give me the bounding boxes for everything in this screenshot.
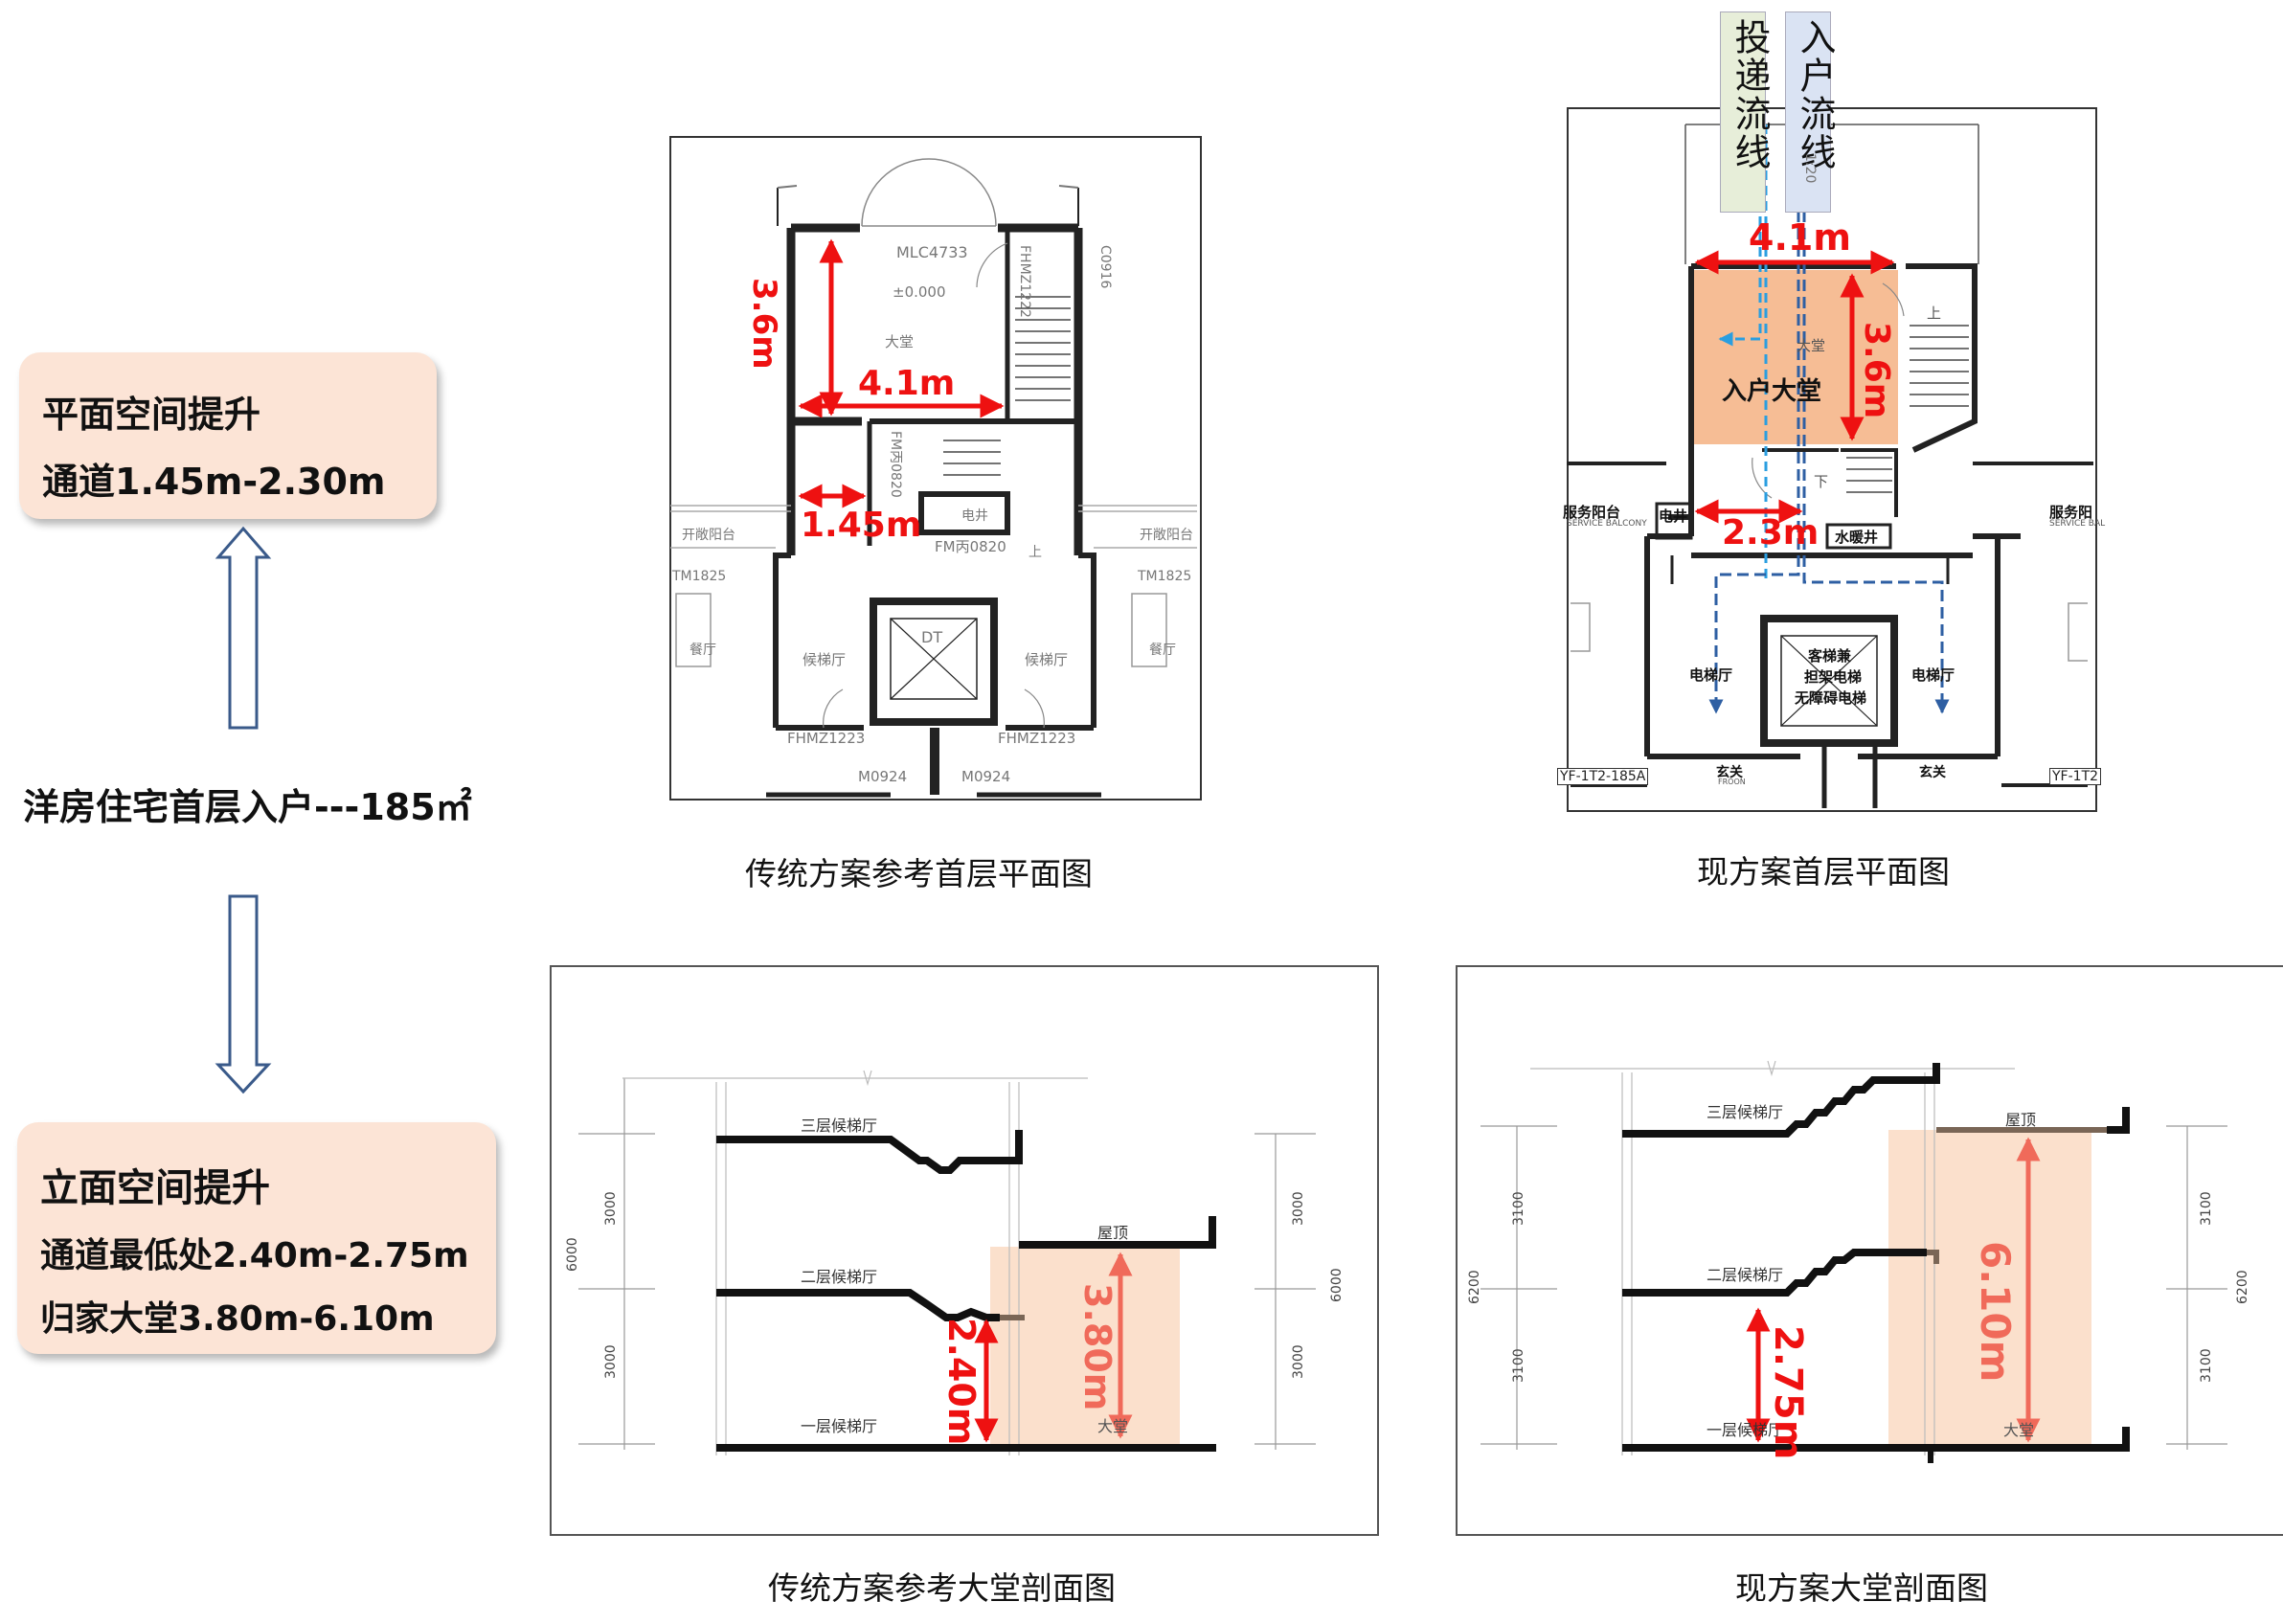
new-label-lobby: 入户大堂 [1722,377,1822,406]
new-section-floor3: 三层候梯厅 [1707,1103,1784,1121]
new-section-dim-total: 6200 [1467,1270,1482,1304]
new-dim-width: 4.1m [1749,216,1851,259]
trad-section-roof: 屋顶 [1097,1224,1129,1242]
trad-label-level: ±0.000 [893,283,946,301]
trad-label-window-right: TM1825 [1138,569,1192,584]
new-label-foyer-left: 玄关 [1716,765,1743,780]
new-label-lift-left: 电梯厅 [1689,666,1733,684]
caption-new-plan: 现方案首层平面图 [1697,853,1950,891]
section-improvement-line2: 归家大堂3.80m-6.10m [40,1299,435,1339]
new-label-shaft: 电井 [1659,508,1688,525]
trad-label-door-bottom-left: FHMZ1223 [787,730,866,747]
trad-label-dining-left: 餐厅 [689,643,716,658]
new-label-code-right: YF-1T2 [2049,768,2102,785]
traditional-plan-frame [669,136,1202,801]
new-section-floor1: 一层候梯厅 [1707,1421,1784,1439]
caption-traditional-plan: 传统方案参考首层平面图 [745,855,1093,892]
trad-label-door-bottom-2: M0924 [961,768,1011,785]
new-label-lobby-small: 大堂 [1797,337,1826,354]
new-label-lift-right: 电梯厅 [1911,666,1955,684]
section-improvement-callout: 立面空间提升 通道最低处2.40m-2.75m 归家大堂3.80m-6.10m [17,1122,496,1354]
trad-label-balcony-right: 开敞阳台 [1140,528,1193,543]
new-label-elevator-3: 无障碍电梯 [1795,689,1867,707]
trad-label-well-door2: FM丙0820 [935,538,1006,555]
new-section-dim-lower-right: 3100 [2199,1348,2214,1383]
caption-new-section: 现方案大堂剖面图 [1735,1569,1988,1607]
caption-traditional-section: 传统方案参考大堂剖面图 [768,1569,1116,1607]
flow-tag-entry-text: 入户流线 [1794,18,1836,171]
plan-improvement-title: 平面空间提升 [42,394,261,436]
new-section-height-lobby: 6.10m [1972,1241,2019,1383]
new-section-dim-upper: 3100 [1511,1191,1526,1226]
new-section-hall: 大堂 [2003,1421,2035,1439]
flow-tag-entry: 入户流线 [1785,11,1836,213]
new-label-well: 水暖井 [1835,529,1879,546]
new-section-floor2: 二层候梯厅 [1707,1266,1784,1284]
trad-section-floor1: 一层候梯厅 [801,1417,878,1435]
trad-label-lift-left: 候梯厅 [802,651,847,668]
new-label-foyer-left-en: FROON [1718,778,1746,786]
new-section-roof: 屋顶 [2005,1111,2037,1129]
section-improvement-line1: 通道最低处2.40m-2.75m [40,1236,469,1275]
trad-section-floor3: 三层候梯厅 [801,1116,878,1135]
new-section-dim-upper-right: 3100 [2199,1191,2214,1226]
trad-label-door-top: MLC4733 [896,243,968,261]
new-label-down: 下 [1814,473,1829,490]
new-section-height-corridor: 2.75m [1766,1325,1810,1460]
trad-label-door-bottom-1: M0924 [858,768,908,785]
trad-dim-width: 4.1m [858,364,956,403]
flow-tag-delivery-text: 投递流线 [1729,18,1771,171]
trad-label-dining-right: 餐厅 [1149,643,1176,658]
plan-improvement-callout: 平面空间提升 通道1.45m-2.30m [19,352,437,519]
new-section-dim-lower: 3100 [1511,1348,1526,1383]
new-label-service-right-en: SERVICE BAL [2049,519,2106,529]
trad-label-shaft: 电井 [961,508,988,524]
new-dim-corridor: 2.3m [1722,513,1820,553]
new-label-code-left: YF-1T2-185A [1557,768,1649,785]
trad-label-door-bottom-right: FHMZ1223 [998,730,1076,747]
trad-section-hall: 大堂 [1097,1417,1129,1435]
trad-label-elevator: DT [921,628,943,646]
trad-dim-corridor: 1.45m [801,506,922,545]
new-label-elevator-1: 客梯兼 [1808,647,1852,665]
new-label-service-left: 服务阳台 [1563,504,1621,521]
plan-improvement-line: 通道1.45m-2.30m [42,461,386,503]
traditional-section-frame [550,965,1379,1536]
flow-tag-delivery: 投递流线 [1720,11,1771,213]
new-label-foyer-right: 玄关 [1919,765,1946,780]
trad-label-window-left: TM1825 [672,569,727,584]
new-label-up: 上 [1927,304,1942,322]
trad-label-hall: 大堂 [885,333,915,350]
trad-label-lift-right: 候梯厅 [1025,651,1069,668]
project-title: 洋房住宅首层入户---185㎡ [23,786,472,828]
new-label-service-left-en: SERVICE BALCONY [1567,519,1647,529]
new-label-elevator-2: 担架电梯 [1804,668,1863,686]
trad-label-balcony-left: 开敞阳台 [682,528,735,543]
trad-label-up: 上 [1028,545,1042,560]
new-plan-frame [1567,107,2097,812]
trad-section-floor2: 二层候梯厅 [801,1268,878,1286]
section-improvement-title: 立面空间提升 [40,1166,270,1210]
new-label-service-right: 服务阳 [2049,504,2093,521]
new-section-dim-total-right: 6200 [2235,1270,2250,1304]
